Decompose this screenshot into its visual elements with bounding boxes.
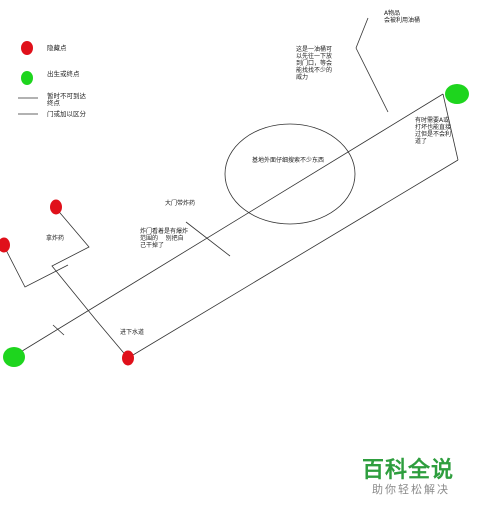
corridor-line-lower	[127, 159, 459, 359]
legend-door-label: 门或加以区分	[47, 110, 86, 118]
gate-explosive-label: 大门带炸药	[165, 200, 196, 207]
path-a-item-2	[355, 47, 389, 113]
hidden-point-sewer	[122, 350, 134, 366]
legend-impassable-label: 暂时不可到达 终点	[47, 92, 86, 107]
watermark-title: 百科全说	[362, 458, 455, 483]
legend-spawn-dot	[21, 71, 33, 85]
path-hidden-left	[3, 245, 69, 288]
spawn-point-right	[445, 84, 469, 104]
hidden-point-left	[0, 237, 10, 253]
sewer-label: 进下水道	[120, 329, 145, 336]
need-a-note: 有时需要A或 打坏也能直接 过但是不会利 道了	[415, 117, 452, 145]
base-outer-circle	[224, 123, 356, 225]
legend-spawn-label: 出生或终点	[47, 70, 80, 78]
corridor-end-line	[442, 93, 459, 161]
path-a-item-1	[355, 17, 369, 49]
explosive-note: 炸门看着是有爆炸 范围的 别把自 己干掉了	[140, 228, 189, 249]
legend-hidden-dot	[21, 41, 33, 55]
spawn-point-left	[3, 347, 25, 367]
watermark-subtitle: 助你轻松解决	[372, 483, 450, 496]
hidden-point-upper	[50, 199, 62, 215]
path-hidden-upper	[51, 206, 129, 359]
circle-note: 基地外面仔细搜索不少东西	[252, 157, 325, 164]
door-mark-left	[52, 324, 65, 336]
legend-hidden-label: 隐藏点	[47, 44, 67, 52]
oil-drum-note: 这是一油桶可 以先往一下放 到门口，等会 能找找不少的 威力	[296, 46, 333, 81]
corridor-line-upper	[13, 93, 444, 357]
door-mark-gate	[185, 221, 231, 257]
take-explosive-label: 拿炸药	[46, 235, 65, 242]
a-item-label: A物品 会被利用油桶	[384, 10, 421, 24]
